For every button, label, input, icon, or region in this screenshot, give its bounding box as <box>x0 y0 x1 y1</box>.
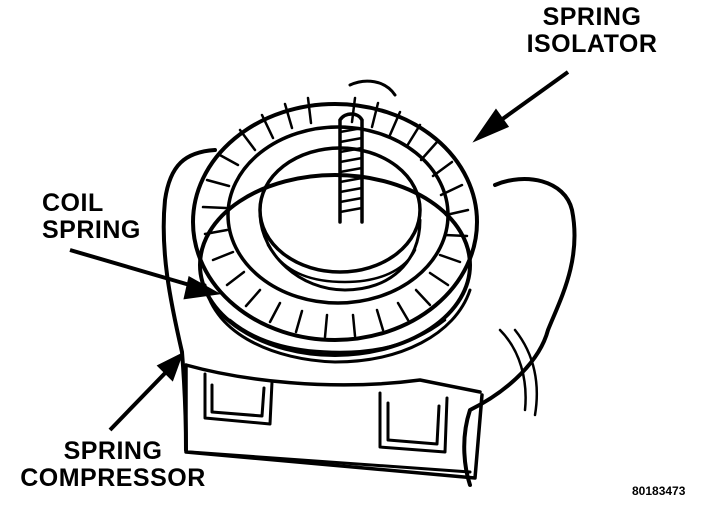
coil-spring-label-line-2: SPRING <box>42 216 141 244</box>
compressor-arrowhead <box>156 351 184 382</box>
coil-spring-label: COIL SPRING <box>42 190 141 244</box>
coil-arrowhead <box>183 275 222 300</box>
compressor-right-ribs <box>498 328 539 417</box>
compressor-leader-line <box>108 366 172 432</box>
isolator-teeth <box>201 96 470 339</box>
compressor-bottom-edge <box>188 450 472 474</box>
isolator-arrowhead <box>472 108 510 143</box>
spring-compressor-label-line-2: COMPRESSOR <box>20 464 206 492</box>
compressor-front-face <box>184 363 484 480</box>
coil-spring-coil-line <box>203 283 472 364</box>
spring-compressor-label: SPRING COMPRESSOR <box>8 438 218 492</box>
coil-spring-label-line-1: COIL <box>42 189 104 217</box>
isolator-notch <box>348 79 397 97</box>
compressor-left-slot <box>203 372 274 426</box>
compressor-right-slot <box>378 391 449 454</box>
spring-compressor-label-line-1: SPRING <box>63 437 163 465</box>
stud-threads <box>338 126 364 214</box>
isolator-outer-ring <box>191 102 479 342</box>
figure-id: 80183473 <box>632 484 686 498</box>
spring-isolator-label: SPRING ISOLATOR <box>517 4 667 58</box>
coil-leader-line <box>69 248 201 290</box>
coil-spring-coil-line-2 <box>228 318 447 354</box>
spring-isolator-label-line-2: ISOLATOR <box>526 30 658 58</box>
spring-isolator-label-line-1: SPRING <box>542 3 642 31</box>
mount-cylinder-band <box>266 243 417 284</box>
coil-spring-lower-ring <box>198 173 472 357</box>
